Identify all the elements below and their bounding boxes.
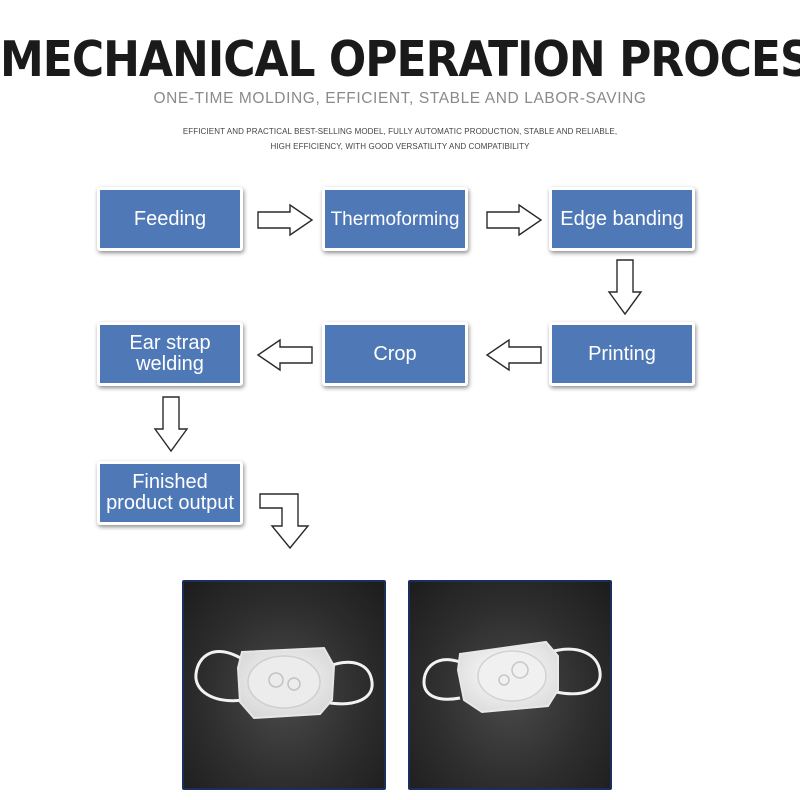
arrow-right-icon — [257, 203, 314, 237]
step-edge-banding: Edge banding — [549, 187, 695, 251]
step-finished-label-1: Finished — [132, 471, 208, 493]
step-thermoforming-label: Thermoforming — [330, 208, 460, 230]
step-crop: Crop — [322, 322, 468, 386]
step-ear-strap-label-1: Ear strap — [129, 332, 211, 354]
page-description: EFFICIENT AND PRACTICAL BEST-SELLING MOD… — [150, 124, 650, 154]
step-thermoforming: Thermoforming — [322, 187, 468, 251]
page-subtitle: ONE-TIME MOLDING, EFFICIENT, STABLE AND … — [153, 90, 647, 107]
step-ear-strap-label-2: welding — [136, 353, 204, 375]
page-title: MECHANICAL OPERATION PROCESS — [0, 31, 800, 89]
step-ear-strap-welding: Ear strap welding — [97, 322, 243, 386]
mask-photo-icon — [194, 646, 374, 720]
step-feeding-label: Feeding — [133, 207, 207, 230]
arrow-bent-down-icon — [259, 493, 310, 550]
step-edge-banding-label: Edge banding — [560, 207, 684, 230]
arrow-down-icon — [607, 259, 643, 316]
step-printing-label: Printing — [588, 342, 656, 365]
product-photo-right — [408, 580, 612, 790]
step-crop-label: Crop — [373, 342, 417, 365]
step-finished-label-2: product output — [106, 492, 234, 514]
arrow-left-icon — [485, 338, 542, 372]
step-finished-product-output: Finished product output — [97, 461, 243, 525]
step-printing: Printing — [549, 322, 695, 386]
description-line-2: HIGH EFFICIENCY, WITH GOOD VERSATILITY A… — [270, 142, 530, 151]
description-line-1: EFFICIENT AND PRACTICAL BEST-SELLING MOD… — [182, 127, 618, 136]
step-feeding: Feeding — [97, 187, 243, 251]
arrow-left-icon — [256, 338, 313, 372]
arrow-right-icon — [486, 203, 543, 237]
mask-photo-icon — [422, 640, 602, 714]
product-photo-left — [182, 580, 386, 790]
arrow-down-icon — [153, 396, 189, 453]
